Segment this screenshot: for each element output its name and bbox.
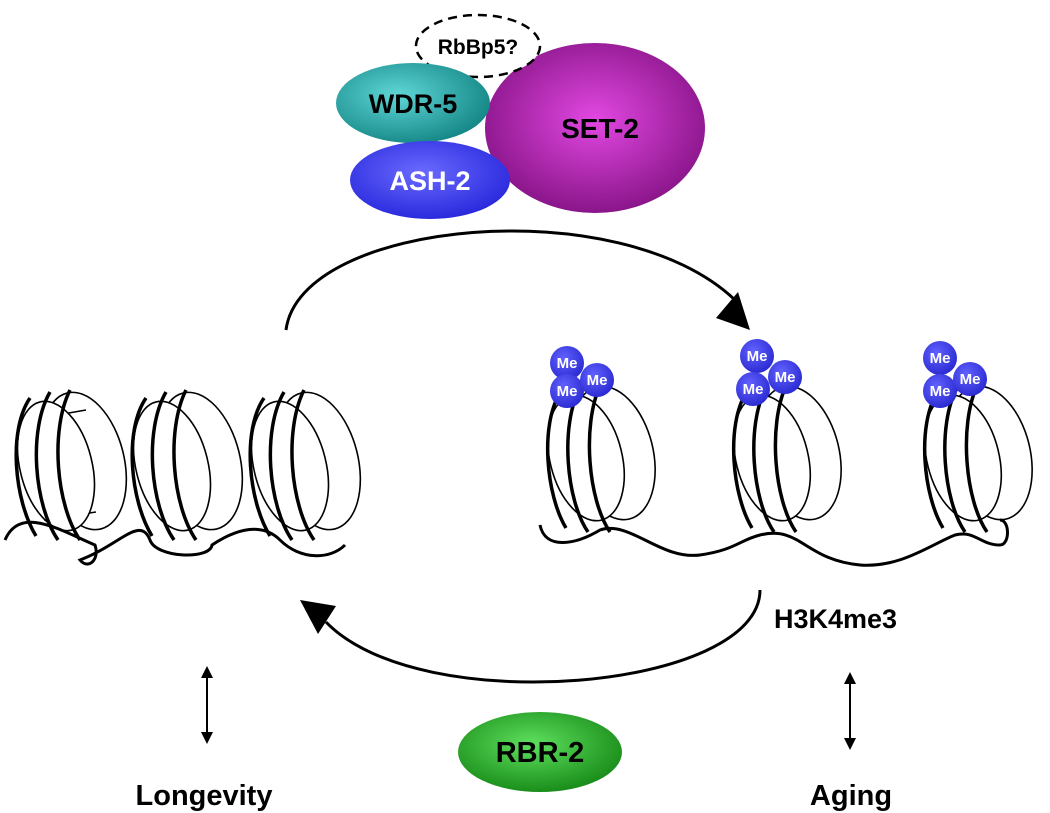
methyl-label: Me [557, 355, 578, 372]
methyl-label: Me [557, 383, 578, 400]
methyl-group-3: Me Me Me [923, 341, 987, 408]
nucleosome [14, 389, 128, 541]
rbbp5-label: RbBp5? [438, 36, 519, 59]
nucleosome-array-unmethylated [3, 389, 362, 566]
nucleosome-array-methylated [538, 385, 1033, 567]
methyl-label: Me [743, 381, 764, 398]
set2-label: SET-2 [561, 113, 639, 144]
h3k4me3-label: H3K4me3 [774, 604, 897, 634]
nucleosome [130, 389, 244, 541]
methyl-mark [580, 363, 614, 397]
methyl-mark [550, 346, 584, 380]
methyl-label: Me [960, 371, 981, 388]
methyl-label: Me [587, 372, 608, 389]
methyl-mark [768, 360, 802, 394]
set2-complex: RbBp5? WDR-5 ASH-2 SET-2 [336, 13, 705, 219]
methyl-group-1: Me Me Me [550, 346, 614, 408]
methyl-label: Me [930, 350, 951, 367]
methyl-mark [923, 374, 957, 408]
aging-double-arrow [844, 672, 856, 750]
methyl-mark [740, 339, 774, 373]
ash2-label: ASH-2 [389, 166, 470, 196]
set2-protein [485, 43, 705, 213]
methyl-label: Me [930, 383, 951, 400]
longevity-double-arrow [201, 666, 213, 744]
methyl-mark [953, 362, 987, 396]
rbr2-protein [458, 712, 622, 792]
nucleosome [922, 385, 1033, 533]
wdr5-label: WDR-5 [369, 89, 458, 119]
methylation-arrow [284, 229, 750, 331]
longevity-label: Longevity [136, 780, 273, 812]
rbr2-label: RBR-2 [496, 737, 585, 769]
methyl-label: Me [775, 369, 796, 386]
methyl-group-2: Me Me Me [736, 339, 802, 406]
ash2-protein [350, 141, 510, 219]
methyl-mark [550, 374, 584, 408]
aging-label: Aging [810, 780, 892, 812]
nucleosome [731, 385, 842, 533]
linker-dna [538, 518, 1009, 567]
nucleosome [545, 385, 656, 533]
nucleosome [248, 389, 362, 541]
rbbp5-protein [414, 13, 542, 79]
methyl-mark [736, 372, 770, 406]
linker-dna [3, 520, 347, 566]
demethylation-arrow [300, 589, 762, 684]
methyl-mark [923, 341, 957, 375]
methyl-label: Me [747, 348, 768, 365]
wdr5-protein [336, 63, 490, 143]
